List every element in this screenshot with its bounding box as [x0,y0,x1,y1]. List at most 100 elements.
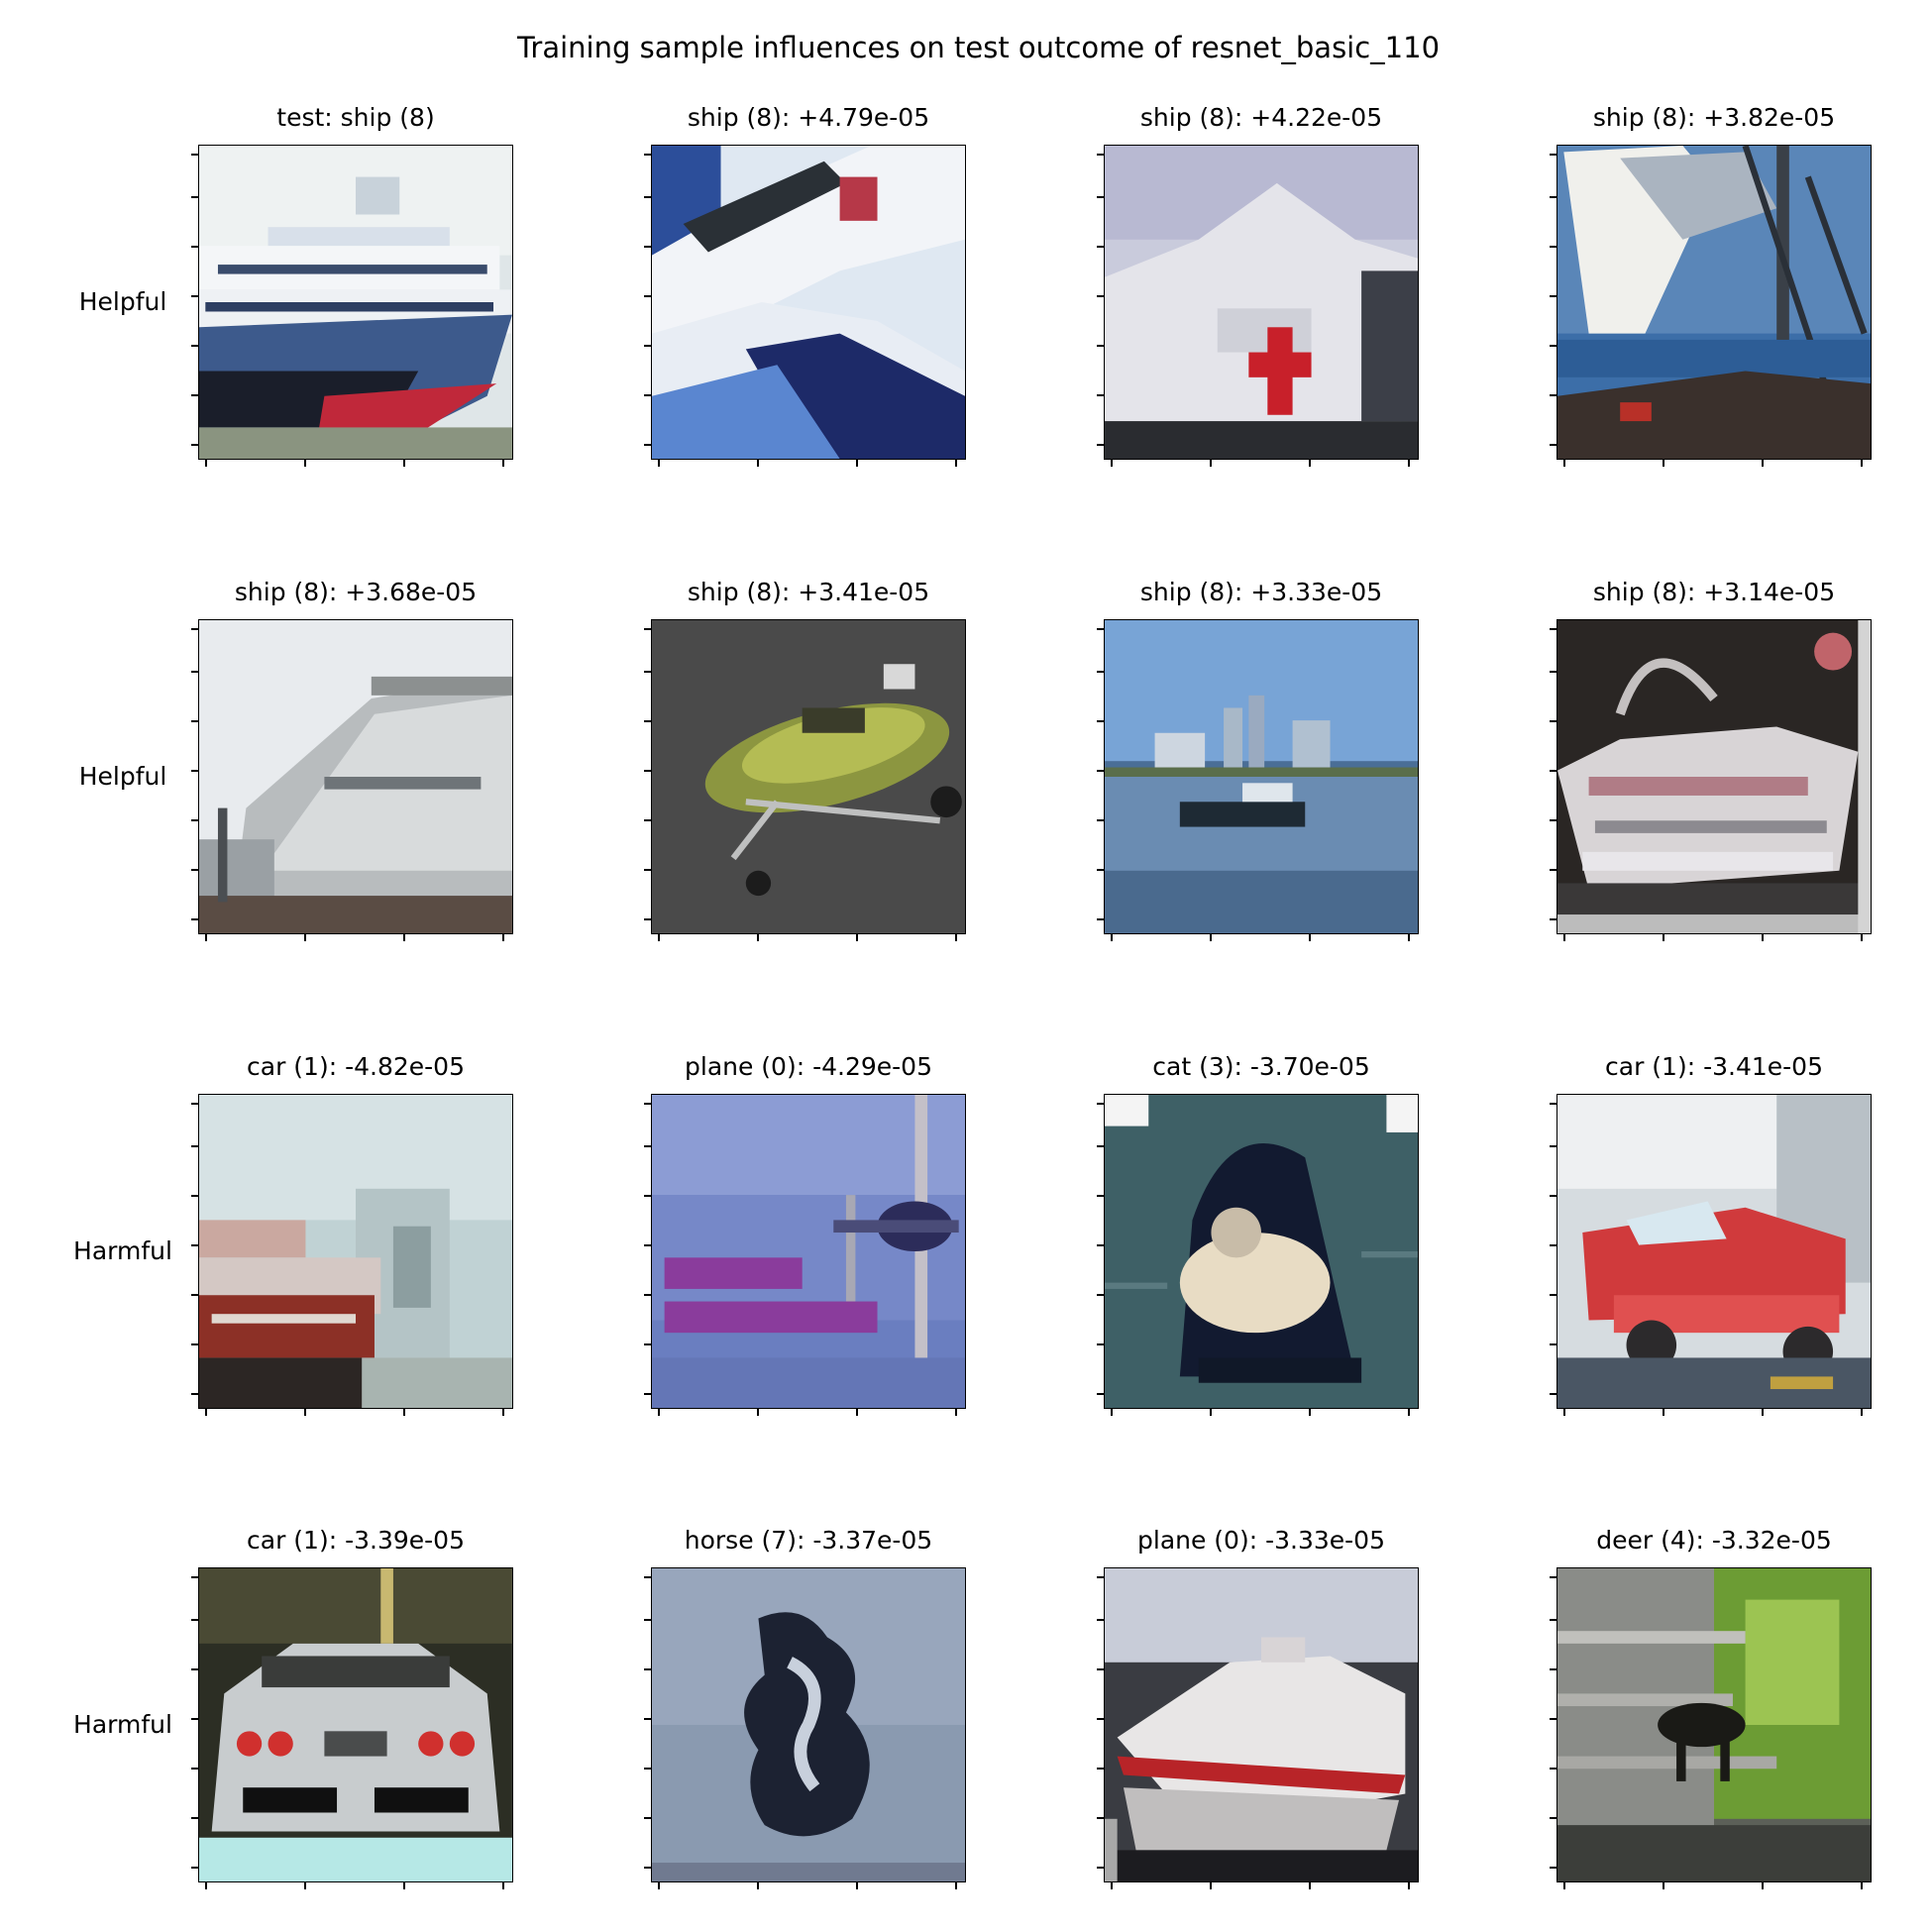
x-axis-tick [1563,1408,1565,1416]
y-axis-tick [1097,394,1105,396]
y-axis-tick [644,770,652,772]
y-axis-tick [1550,720,1557,722]
x-axis-tick [1663,459,1664,467]
y-axis-tick [191,444,199,446]
deer-icon [1557,1568,1871,1881]
x-axis-tick [304,1881,306,1889]
y-axis-tick [191,1393,199,1395]
x-axis-tick [1861,459,1863,467]
x-axis-tick [1111,459,1113,467]
y-axis-tick [1550,1668,1557,1670]
y-axis-tick [191,1103,199,1105]
image-panel [644,1094,966,1416]
y-axis-tick [644,1393,652,1395]
panel-title: cat (3): -3.70e-05 [1152,1052,1370,1081]
y-axis-tick [1550,246,1557,248]
x-axis-tick [205,933,207,941]
image-panel [191,619,513,941]
y-axis-tick [644,819,652,821]
y-axis-tick [1550,1867,1557,1869]
x-axis-tick [856,459,858,467]
y-axis-tick [644,1867,652,1869]
y-axis-tick [1550,1145,1557,1147]
y-axis-tick [191,196,199,198]
y-axis-tick [1097,1718,1105,1720]
x-axis-tick [658,933,660,941]
panel-title: ship (8): +3.41e-05 [687,578,930,606]
x-axis-tick [1762,1408,1764,1416]
y-axis-tick [1550,295,1557,297]
x-axis-tick [955,1881,957,1889]
motorboat-icon [1105,1568,1418,1881]
y-axis-tick [1550,154,1557,156]
sports-car-rear-icon [199,1568,512,1881]
y-axis-tick [1097,1343,1105,1345]
y-axis-tick [191,869,199,871]
y-axis-tick [1097,1294,1105,1296]
y-axis-tick [1097,671,1105,673]
y-axis-tick [191,1294,199,1296]
y-axis-tick [191,1668,199,1670]
x-axis-tick [403,933,405,941]
y-axis-tick [644,246,652,248]
y-axis-tick [1550,1103,1557,1105]
y-axis-tick [1550,918,1557,920]
y-axis-tick [191,1718,199,1720]
image-panel [191,145,513,467]
y-axis-tick [1550,1768,1557,1770]
y-axis-tick [644,1668,652,1670]
y-axis-tick [644,394,652,396]
ferry-ship-icon [199,146,512,459]
y-axis-tick [1550,1393,1557,1395]
red-car-icon [1557,1095,1871,1408]
image-panel [1097,145,1419,467]
x-axis-tick [1762,1881,1764,1889]
y-axis-tick [1550,1817,1557,1819]
x-axis-tick [757,1408,759,1416]
x-axis-tick [1408,1408,1410,1416]
x-axis-tick [403,1408,405,1416]
y-axis-tick [1097,1195,1105,1197]
y-axis-tick [644,1343,652,1345]
x-axis-tick [403,459,405,467]
y-axis-tick [191,1768,199,1770]
x-axis-tick [1762,933,1764,941]
row-label: Helpful [78,287,167,316]
panel-title: ship (8): +3.33e-05 [1139,578,1383,606]
y-axis-tick [191,345,199,347]
x-axis-tick [955,1408,957,1416]
x-axis-tick [1111,1408,1113,1416]
panel-title: car (1): -3.41e-05 [1605,1052,1823,1081]
x-axis-tick [1111,933,1113,941]
x-axis-tick [955,459,957,467]
y-axis-tick [644,1103,652,1105]
hospital-ship-icon [1105,146,1418,459]
y-axis-tick [1097,295,1105,297]
x-axis-tick [205,1408,207,1416]
figure-title: Training sample influences on test outco… [516,31,1441,64]
x-axis-tick [1663,933,1664,941]
y-axis-tick [1097,770,1105,772]
y-axis-tick [644,154,652,156]
y-axis-tick [1097,1768,1105,1770]
x-axis-tick [1210,1408,1212,1416]
y-axis-tick [1097,1103,1105,1105]
horse-icon [652,1568,965,1881]
fire-truck-icon [199,1095,512,1408]
y-axis-tick [1550,628,1557,630]
y-axis-tick [644,1619,652,1621]
x-axis-tick [502,933,504,941]
x-axis-tick [955,933,957,941]
y-axis-tick [644,628,652,630]
y-axis-tick [644,1195,652,1197]
image-panel [644,619,966,941]
y-axis-tick [1550,869,1557,871]
y-axis-tick [1097,720,1105,722]
x-axis-tick [304,459,306,467]
y-axis-tick [1550,1294,1557,1296]
y-axis-tick [644,196,652,198]
cruise-ship-icon [199,620,512,933]
y-axis-tick [1097,246,1105,248]
image-panel [1550,1094,1872,1416]
x-axis-tick [757,1881,759,1889]
